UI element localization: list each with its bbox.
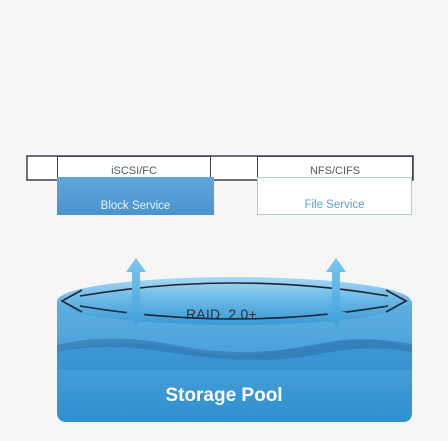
storage-pool-label: Storage Pool [165,385,283,406]
block-service-box: Block Service [57,177,214,215]
file-service-arrow [326,258,346,326]
protocol-nfs-cifs-label: NFS/CIFS [309,165,361,177]
file-service-box: File Service [257,177,412,215]
file-service-label: File Service [304,199,365,211]
block-service-label: Block Service [100,200,171,212]
protocol-iscsi-fc-label: iSCSI/FC [111,165,157,177]
raid-label: RAID 2.0+ [186,306,257,322]
storage-pool-cylinder [57,277,412,422]
raid-ring [60,282,408,320]
block-service-arrow [126,258,146,326]
